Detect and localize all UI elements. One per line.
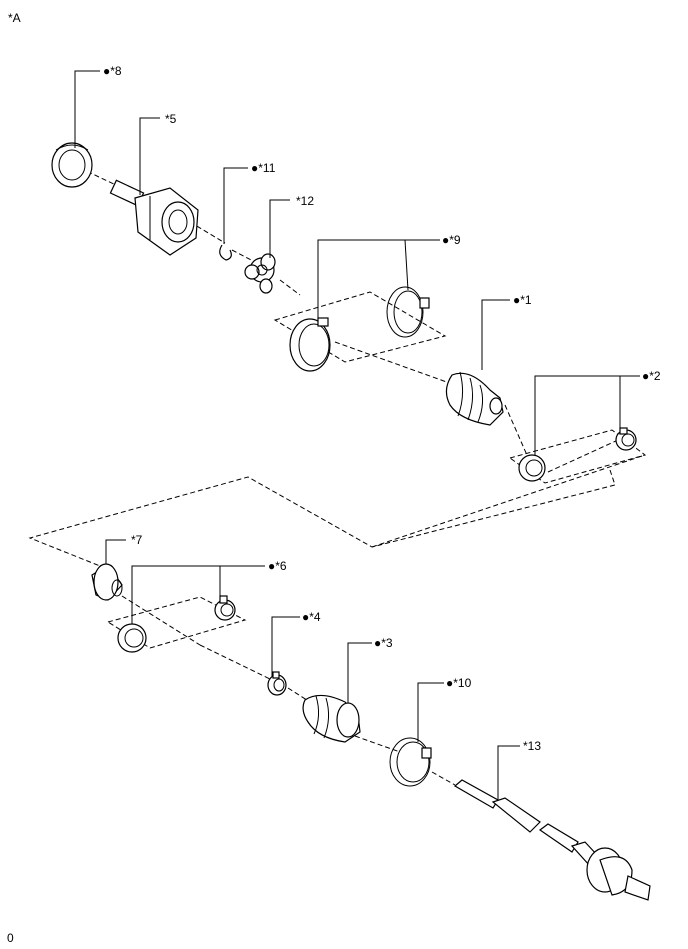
part-11-snap-ring xyxy=(219,244,232,261)
part-3-boot xyxy=(302,694,361,743)
center-axis-upper xyxy=(79,167,619,473)
view-label: *A xyxy=(8,11,21,25)
center-axis-lower xyxy=(121,595,456,786)
part-13-drive-shaft xyxy=(453,779,651,901)
callout-11: ●*11 xyxy=(251,161,276,175)
group-box-6 xyxy=(106,596,247,649)
callout-10: ●*10 xyxy=(446,676,472,690)
callout-8: ●*8 xyxy=(103,64,122,78)
part-10-clamp xyxy=(389,737,432,787)
callout-12: *12 xyxy=(296,194,314,208)
part-2-clamp-right xyxy=(615,427,637,451)
part-5-joint-housing xyxy=(109,179,199,256)
callout-4: ●*4 xyxy=(302,610,321,624)
callout-9: ●*9 xyxy=(442,233,461,247)
callout-7: *7 xyxy=(131,533,143,547)
part-9-clamp-right xyxy=(386,286,430,338)
leader-lines xyxy=(74,70,640,800)
callout-13: *13 xyxy=(523,739,541,753)
part-9-clamp-left xyxy=(289,317,331,372)
callout-1: ●*1 xyxy=(513,293,532,307)
part-6-clamp-right xyxy=(214,595,236,621)
part-8-ring xyxy=(51,142,93,188)
footer-label: 0 xyxy=(7,931,14,945)
part-1-boot xyxy=(445,371,504,426)
part-12-tripod xyxy=(244,253,276,294)
part-6-clamp-left xyxy=(117,623,147,653)
assembly-connector xyxy=(28,469,616,573)
part-2-clamp-left xyxy=(518,454,546,482)
callout-3: ●*3 xyxy=(374,636,393,650)
callout-6: ●*6 xyxy=(268,559,287,573)
callout-5: *5 xyxy=(165,112,177,126)
callout-2: ●*2 xyxy=(642,369,661,383)
part-4-clamp xyxy=(267,671,287,696)
part-7-damper xyxy=(91,563,123,601)
